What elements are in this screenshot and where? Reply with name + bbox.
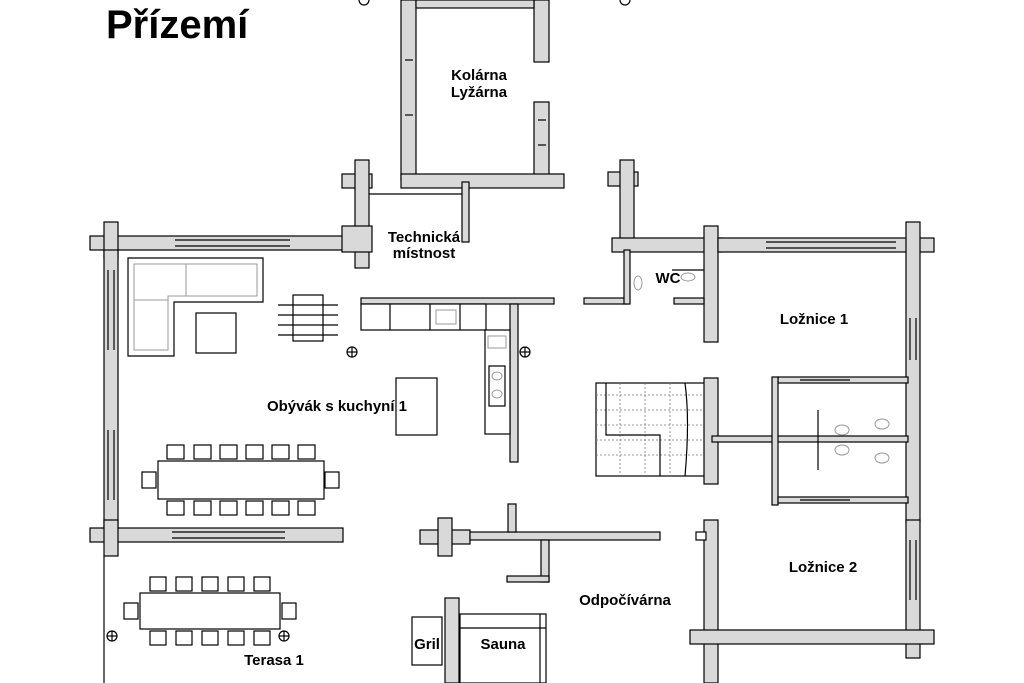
room-label-terasa: Terasa 1 (244, 652, 304, 669)
room-label-wc: WC (656, 270, 681, 287)
room-label-sauna: Sauna (480, 636, 526, 653)
sauna (459, 613, 547, 683)
room-label-kolarna: Kolárna (451, 67, 508, 84)
left-outer-wall (103, 249, 119, 541)
room-label-lyzarna: Lyžárna (451, 84, 508, 101)
bedroom1-walls (717, 221, 935, 523)
bike-ski-room-walls (400, 0, 565, 189)
bedroom2-walls (689, 519, 935, 683)
living-bottom-wall (89, 519, 344, 557)
room-label-mistnost: místnost (393, 245, 456, 262)
floor-title: Přízemí (106, 3, 250, 47)
room-label-loznice1: Ložnice 1 (780, 311, 848, 328)
living-top-wall (89, 221, 373, 259)
kitchen-island (395, 377, 438, 436)
wc-walls (583, 159, 723, 343)
grill (411, 616, 443, 666)
level-markers (106, 0, 631, 642)
corner-sofa (127, 257, 264, 357)
staircase (595, 377, 719, 485)
room-label-technicka: Technická (388, 229, 461, 246)
room-label-gril: Gril (414, 636, 440, 653)
rug (278, 294, 338, 342)
room-label-loznice2: Ložnice 2 (789, 559, 857, 576)
dining-table (141, 444, 340, 516)
terrace (103, 556, 297, 683)
bathroom-walls (711, 376, 909, 506)
coffee-table (195, 312, 237, 354)
room-label-obyvak: Obývák s kuchyní 1 (267, 398, 407, 415)
kitchen (360, 303, 519, 463)
room-label-odpocivarna: Odpočívárna (579, 592, 671, 609)
center-walls (419, 503, 661, 683)
